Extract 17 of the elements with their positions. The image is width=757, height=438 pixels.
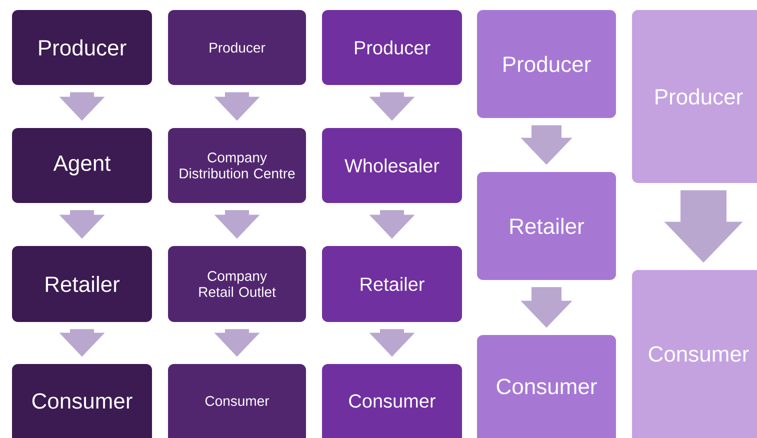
- process-box: Producer: [12, 10, 152, 85]
- process-box: Company Distribution Centre: [168, 128, 306, 203]
- process-box: Producer: [168, 10, 306, 85]
- process-box: Retailer: [477, 172, 616, 280]
- process-box: Company Retail Outlet: [168, 246, 306, 322]
- process-box: Retailer: [322, 246, 462, 322]
- process-box: Producer: [632, 10, 757, 183]
- process-box: Consumer: [632, 270, 757, 438]
- process-box: Wholesaler: [322, 128, 462, 203]
- process-box: Consumer: [12, 364, 152, 438]
- process-box: Producer: [477, 10, 616, 118]
- process-box: Consumer: [322, 364, 462, 438]
- process-box: Retailer: [12, 246, 152, 322]
- process-box: Producer: [322, 10, 462, 85]
- process-box: Consumer: [477, 334, 616, 438]
- process-box: Agent: [12, 128, 152, 203]
- process-box: Consumer: [168, 364, 306, 438]
